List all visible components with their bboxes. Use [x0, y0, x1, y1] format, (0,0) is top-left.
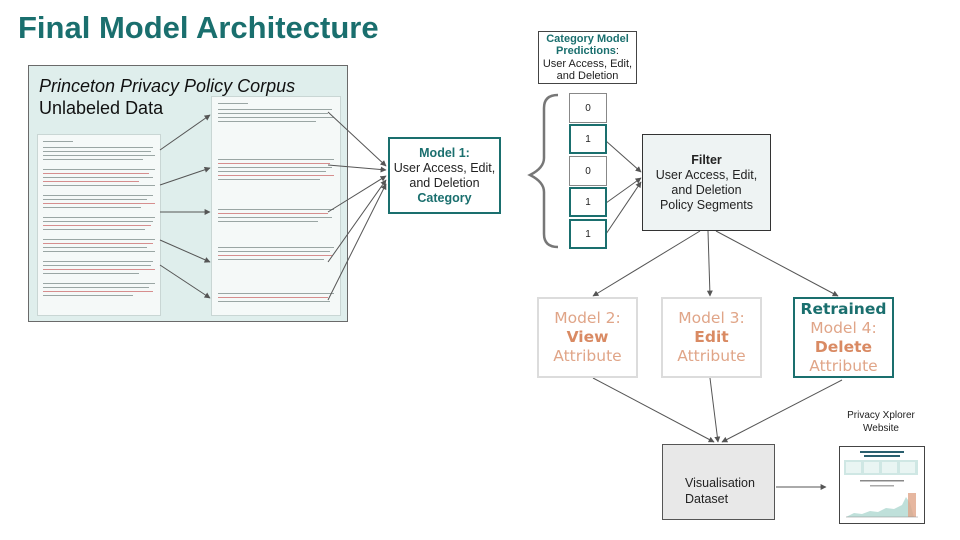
prediction-cell-selected: 1 [569, 187, 607, 217]
model-1-category: Category [417, 190, 472, 205]
visualisation-dataset-box [662, 444, 775, 520]
filter-line3: Policy Segments [659, 197, 754, 212]
website-caption: Privacy Xplorer Website [826, 410, 936, 435]
category-predictions-colon: : [615, 45, 619, 57]
filter-line2: and Deletion [671, 182, 742, 197]
model-2-title: Model 2: [554, 309, 621, 327]
category-predictions-label: Category Model Predictions: User Access,… [538, 31, 637, 84]
policy-document-left [37, 134, 161, 316]
prediction-cell: 0 [569, 156, 607, 186]
model-4-title: Model 4: [810, 318, 877, 337]
corpus-title: Princeton Privacy Policy Corpus [39, 76, 296, 96]
model-4-retrained: Retrained [800, 299, 887, 318]
page-title: Final Model Architecture [18, 10, 379, 45]
model-4-delete: Delete [814, 337, 873, 356]
category-predictions-heading-2: Predictions [556, 45, 616, 57]
model-2-view: View [566, 328, 609, 346]
corpus-panel: Princeton Privacy Policy Corpus Unlabele… [28, 65, 348, 322]
policy-document-right [211, 96, 341, 316]
visualisation-dataset-label: Visualisation Dataset [685, 475, 755, 507]
category-predictions-heading: Category Model [546, 32, 629, 45]
website-caption-line1: Privacy Xplorer [847, 410, 915, 421]
model-3-attribute: Attribute [677, 347, 746, 365]
model-1-box: Model 1: User Access, Edit, and Deletion… [388, 137, 501, 214]
filter-line1: User Access, Edit, [655, 167, 758, 182]
website-thumbnail [840, 447, 923, 522]
model-1-title: Model 1: [419, 145, 470, 160]
prediction-cell-selected: 1 [569, 124, 607, 154]
filter-box: Filter User Access, Edit, and Deletion P… [642, 134, 771, 231]
model-2-box: Model 2: View Attribute [537, 297, 638, 378]
model-4-box: Retrained Model 4: Delete Attribute [793, 297, 894, 378]
model-3-title: Model 3: [678, 309, 745, 327]
model-3-edit: Edit [694, 328, 729, 346]
corpus-subtitle: Unlabeled Data [39, 98, 164, 118]
model-1-line3: and Deletion [409, 175, 480, 190]
model-1-line2: User Access, Edit, [393, 160, 496, 175]
category-predictions-line2: User Access, Edit, [542, 57, 633, 70]
website-caption-line2: Website [863, 422, 899, 434]
model-4-attribute: Attribute [809, 356, 878, 375]
visualisation-line2: Dataset [685, 492, 729, 506]
filter-title: Filter [691, 152, 722, 167]
category-predictions-line3: and Deletion [556, 70, 619, 82]
prediction-cell-selected: 1 [569, 219, 607, 249]
visualisation-line1: Visualisation [685, 476, 755, 490]
model-2-attribute: Attribute [553, 347, 622, 365]
model-3-box: Model 3: Edit Attribute [661, 297, 762, 378]
prediction-cell: 0 [569, 93, 607, 123]
website-screenshot [839, 446, 925, 524]
